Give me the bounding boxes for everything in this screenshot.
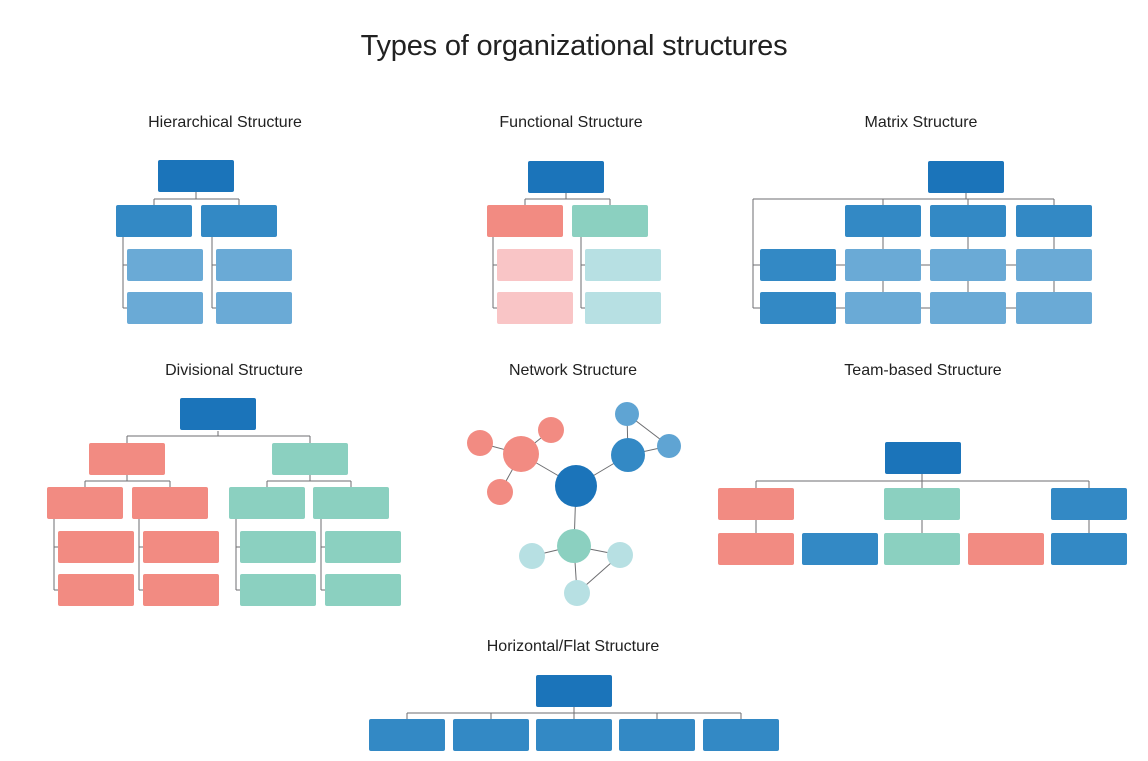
hierarchical-connectors <box>122 192 240 309</box>
matrix-cell-box <box>845 292 921 324</box>
network-hub-node <box>503 436 539 472</box>
matrix-cell-box <box>930 292 1006 324</box>
network-edges <box>479 413 670 594</box>
functional-sub-box <box>585 249 661 281</box>
team-member-box <box>1051 533 1127 565</box>
network-hub-node <box>557 529 591 563</box>
network-hub-node <box>611 438 645 472</box>
divisional-l4-box <box>58 531 134 563</box>
matrix-cell-box <box>1016 292 1092 324</box>
divisional-l3-box <box>229 487 305 519</box>
network-satellite-node <box>519 543 545 569</box>
diagram-title-team-based: Team-based Structure <box>844 362 1002 379</box>
hierarchical-l3-box <box>127 292 203 324</box>
network-satellite-node <box>564 580 590 606</box>
team-member-box <box>802 533 878 565</box>
matrix-root-box <box>928 161 1004 193</box>
functional-root-box <box>528 161 604 193</box>
matrix-program-box <box>760 249 836 281</box>
team-based-root-box <box>885 442 961 474</box>
divisional-l4-box <box>325 574 401 606</box>
horizontal-flat-connectors <box>406 707 742 719</box>
functional-connectors <box>492 193 611 309</box>
matrix-function-head-box <box>1016 205 1092 237</box>
hierarchical-l3-box <box>216 249 292 281</box>
team-lead-box <box>884 488 960 520</box>
functional-sub-box <box>585 292 661 324</box>
network-satellite-node <box>467 430 493 456</box>
team-lead-box <box>1051 488 1127 520</box>
matrix-function-head-box <box>845 205 921 237</box>
horizontal-flat-box <box>536 719 612 751</box>
diagram-title-horizontal-flat: Horizontal/Flat Structure <box>486 638 660 655</box>
network-center-node <box>555 465 597 507</box>
divisional-l4-box <box>240 531 316 563</box>
diagram-title-network: Network Structure <box>508 362 638 379</box>
divisional-l3-box <box>132 487 208 519</box>
matrix-cell-box <box>1016 249 1092 281</box>
horizontal-flat-box <box>703 719 779 751</box>
functional-dept-box <box>487 205 563 237</box>
matrix-cell-box <box>845 249 921 281</box>
matrix-function-head-box <box>930 205 1006 237</box>
divisional-l4-box <box>240 574 316 606</box>
divisional-l3-box <box>313 487 389 519</box>
network-satellite-node <box>487 479 513 505</box>
divisional-connectors <box>53 431 352 591</box>
matrix-cell-box <box>930 249 1006 281</box>
matrix-program-box <box>760 292 836 324</box>
divisional-l3-box <box>47 487 123 519</box>
hierarchical-l3-box <box>216 292 292 324</box>
divisional-root-box <box>180 398 256 430</box>
diagram-title-matrix: Matrix Structure <box>864 114 978 131</box>
horizontal-flat-box <box>619 719 695 751</box>
hierarchical-root-box <box>158 160 234 192</box>
team-member-box <box>968 533 1044 565</box>
divisional-l4-box <box>143 574 219 606</box>
horizontal-flat-box <box>369 719 445 751</box>
divisional-l4-box <box>58 574 134 606</box>
page-title: Types of organizational structures <box>360 30 788 62</box>
network-satellite-node <box>615 402 639 426</box>
divisional-l4-box <box>325 531 401 563</box>
network-satellite-node <box>607 542 633 568</box>
divisional-division-box <box>272 443 348 475</box>
matrix-connectors <box>752 193 1055 309</box>
team-member-box <box>884 533 960 565</box>
functional-sub-box <box>497 249 573 281</box>
divisional-division-box <box>89 443 165 475</box>
network-satellite-node <box>657 434 681 458</box>
horizontal-flat-box <box>453 719 529 751</box>
horizontal-flat-root-box <box>536 675 612 707</box>
diagram-title-divisional: Divisional Structure <box>165 362 303 379</box>
functional-dept-box <box>572 205 648 237</box>
team-lead-box <box>718 488 794 520</box>
team-based-connectors <box>755 474 1090 533</box>
hierarchical-l3-box <box>127 249 203 281</box>
diagram-title-hierarchical: Hierarchical Structure <box>148 114 302 131</box>
divisional-l4-box <box>143 531 219 563</box>
hierarchical-l2-box <box>116 205 192 237</box>
functional-sub-box <box>497 292 573 324</box>
network-satellite-node <box>538 417 564 443</box>
diagram-title-functional: Functional Structure <box>499 114 643 131</box>
hierarchical-l2-box <box>201 205 277 237</box>
team-member-box <box>718 533 794 565</box>
